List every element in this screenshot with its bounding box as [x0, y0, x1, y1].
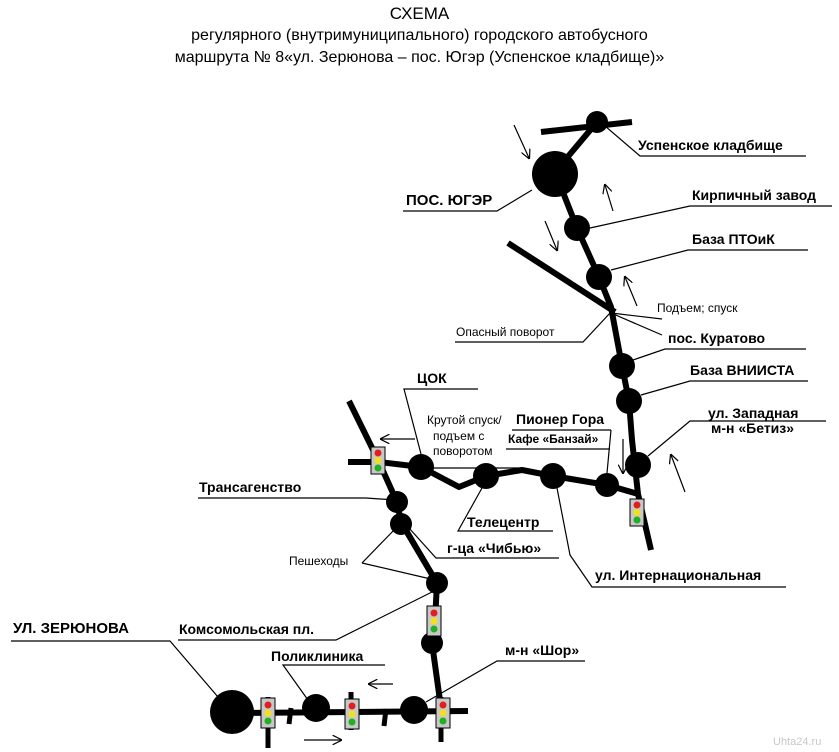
label-pioner: Пионер Гора: [516, 411, 604, 427]
stop-pioner[interactable]: [595, 473, 619, 497]
traffic-light-icon: [344, 698, 360, 730]
label-uspenskoe: Успенское кладбище: [638, 137, 783, 153]
label-kafe: Кафе «Банзай»: [508, 432, 599, 446]
stop-zeryunova[interactable]: [210, 690, 254, 734]
map-subtitle-line-2: маршрута № 8«ул. Зерюнова – пос. Югэр (У…: [174, 49, 665, 66]
stop-vniista[interactable]: [616, 388, 642, 414]
label-kuratovo: пос. Куратово: [668, 330, 765, 346]
label-vniista: База ВНИИСТА: [690, 362, 794, 378]
traffic-light-icon: [426, 605, 442, 637]
label-peshehody: Пешеходы: [289, 554, 348, 568]
side-road-ptoik: [506, 240, 617, 315]
map-title: СХЕМА: [389, 4, 450, 23]
label-poliklinika: Поликлиника: [271, 648, 364, 664]
label-krutoy-2: подъем с: [433, 429, 484, 443]
stop-ugar[interactable]: [532, 151, 578, 197]
map-subtitle-line-1: регулярного (внутримуниципального) город…: [191, 27, 648, 44]
label-transagent: Трансагенство: [199, 479, 301, 495]
label-chibyu: г-ца «Чибью»: [447, 540, 541, 556]
stop-ptoik[interactable]: [586, 264, 612, 290]
stop-uspenskoe[interactable]: [586, 111, 608, 133]
traffic-lights: [260, 446, 645, 730]
stop-labels: Успенское кладбище ПОС. ЮГЭР Кирпичный з…: [13, 137, 821, 748]
leader-lines: [11, 125, 832, 703]
label-zeryunova: УЛ. ЗЕРЮНОВА: [13, 620, 129, 637]
traffic-light-icon: [629, 498, 645, 527]
traffic-light-icon: [370, 446, 386, 475]
stop-zapadnaya[interactable]: [625, 452, 651, 478]
label-krutoy-1: Крутой спуск/: [427, 413, 502, 427]
label-ugar: ПОС. ЮГЭР: [406, 192, 492, 209]
label-podem: Подъем; спуск: [657, 301, 738, 315]
direction-arrows: [304, 124, 686, 740]
arrow-icon: [544, 220, 557, 250]
stop-kirpich[interactable]: [564, 215, 590, 241]
watermark: Uhta24.ru: [773, 736, 821, 748]
label-zapadnaya-1: ул. Западная: [708, 405, 798, 421]
stop-transagent[interactable]: [386, 491, 408, 513]
stop-kuratovo[interactable]: [609, 353, 635, 379]
label-ptoik: База ПТОиК: [692, 231, 775, 247]
stop-poliklinika[interactable]: [302, 694, 330, 722]
label-kirpich: Кирпичный завод: [692, 187, 816, 203]
label-komsomol: Комсомольская пл.: [179, 621, 314, 637]
stops: [210, 111, 651, 734]
label-zapadnaya-2: м-н «Бетиз»: [711, 420, 794, 436]
stop-pesh[interactable]: [426, 572, 448, 594]
traffic-light-icon: [435, 697, 451, 729]
label-tsok: ЦОК: [417, 370, 447, 386]
arrow-icon: [513, 124, 529, 158]
label-international: ул. Интернациональная: [595, 567, 761, 583]
label-krutoy-3: поворотом: [433, 444, 492, 458]
stop-komsomol[interactable]: [421, 632, 443, 654]
label-telecentr: Телецентр: [467, 514, 539, 530]
arrow-icon: [625, 277, 638, 307]
arrow-icon: [671, 455, 686, 493]
label-shor: м-н «Шор»: [505, 642, 579, 658]
label-opasny: Опасный поворот: [456, 325, 555, 339]
arrow-icon: [605, 185, 614, 212]
stop-tsok[interactable]: [408, 454, 434, 480]
traffic-light-icon: [260, 697, 276, 729]
stop-shor[interactable]: [400, 696, 428, 724]
stop-chibyu[interactable]: [390, 513, 412, 535]
route-top-branch: [540, 119, 633, 135]
stop-telecentr[interactable]: [473, 463, 499, 489]
stop-international[interactable]: [540, 463, 566, 489]
